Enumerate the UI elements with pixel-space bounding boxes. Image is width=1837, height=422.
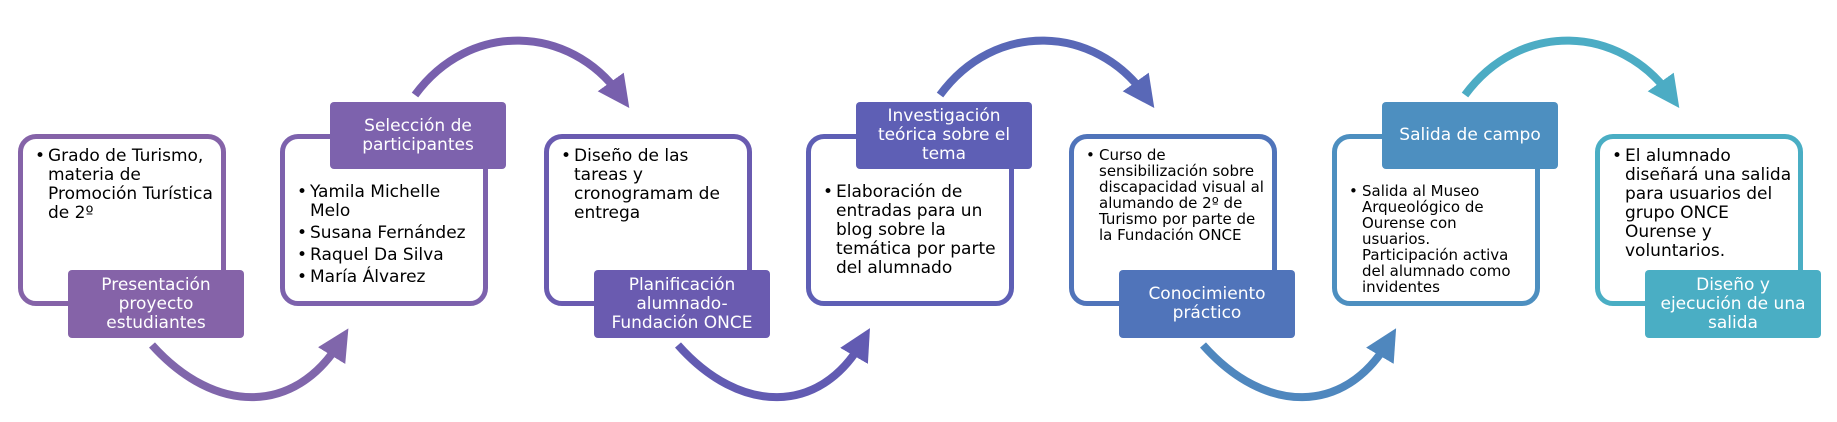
- step-4-label: Investigación teórica sobre el tema: [856, 102, 1032, 169]
- step-5-item: Curso de sensibilización sobre discapaci…: [1086, 147, 1266, 243]
- step-2-label: Selección de participantes: [330, 102, 506, 169]
- arrow-down-3: [675, 328, 870, 402]
- step-3-item: Diseño de las tareas y cronogramam de en…: [561, 147, 741, 223]
- step-7-item: El alumnado diseñará una salida para usu…: [1612, 147, 1792, 261]
- step-1-label: Presentación proyecto estudiantes: [68, 270, 244, 338]
- step-6-label: Salida de campo: [1382, 102, 1558, 169]
- arrow-up-4: [936, 36, 1155, 109]
- step-1-item: Grado de Turismo, materia de Promoción T…: [35, 147, 215, 223]
- step-3-label: Planificación alumnado-Fundación ONCE: [594, 270, 770, 338]
- step-2-item: Susana Fernández: [297, 224, 477, 244]
- step-4-item: Elaboración de entradas para un blog sob…: [823, 183, 1003, 278]
- arrow-down-5: [1200, 328, 1397, 402]
- arrow-up-2: [411, 36, 630, 109]
- step-2-item: María Álvarez: [297, 268, 477, 288]
- step-5-label: Conocimiento práctico: [1119, 270, 1295, 338]
- arrow-up-6: [1461, 36, 1680, 109]
- step-2-item: Yamila Michelle Melo: [297, 183, 477, 221]
- step-2-item: Raquel Da Silva: [297, 246, 477, 266]
- step-2-box: Yamila Michelle Melo Susana Fernández Ra…: [280, 134, 488, 306]
- step-7-label: Diseño y ejecución de una salida: [1645, 270, 1821, 338]
- arrow-down-1: [149, 328, 349, 402]
- step-6-item: Salida al Museo Arqueológico de Ourense …: [1349, 183, 1529, 295]
